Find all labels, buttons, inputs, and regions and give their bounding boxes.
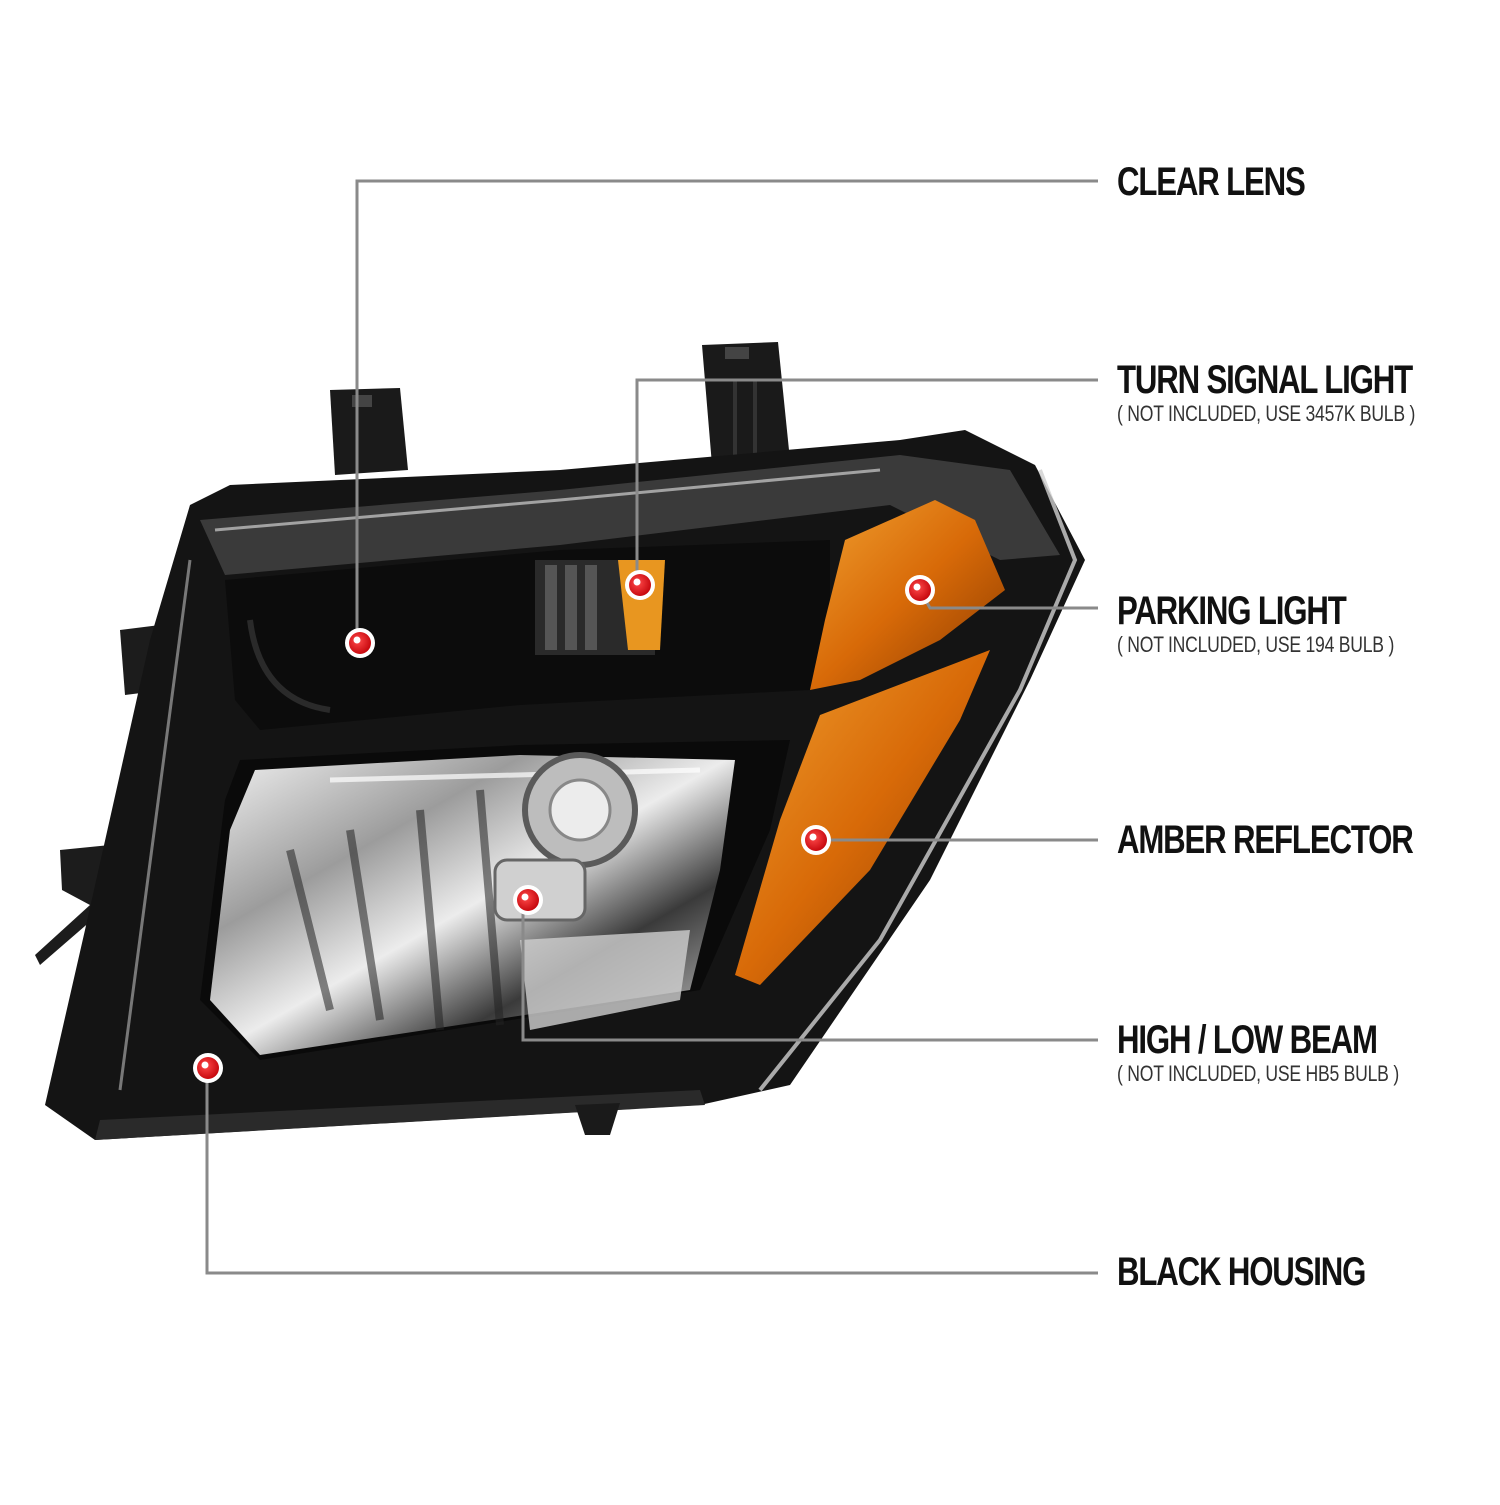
callout-title: TURN SIGNAL LIGHT: [1117, 358, 1413, 402]
red-dot-icon: [517, 889, 539, 911]
red-dot-icon: [349, 632, 371, 654]
callout-high-low-beam: HIGH / LOW BEAM ( NOT INCLUDED, USE HB5 …: [1117, 1018, 1469, 1086]
red-dot-icon: [629, 574, 651, 596]
callout-note: ( NOT INCLUDED, USE 194 BULB ): [1117, 632, 1395, 657]
red-dot-highlight: [633, 578, 641, 586]
mounting-tab-left: [330, 388, 408, 475]
red-dot-highlight: [913, 583, 921, 591]
red-dot-highlight: [521, 893, 529, 901]
callout-black-housing: BLACK HOUSING: [1117, 1250, 1435, 1294]
amber-reflector-lens: [735, 650, 990, 985]
red-dot-highlight: [353, 636, 361, 644]
callout-amber-reflector: AMBER REFLECTOR: [1117, 818, 1496, 862]
callout-markers: [193, 570, 935, 1083]
callout-turn-signal-light: TURN SIGNAL LIGHT ( NOT INCLUDED, USE 34…: [1117, 358, 1495, 426]
callout-title: AMBER REFLECTOR: [1117, 818, 1414, 862]
callout-note: ( NOT INCLUDED, USE HB5 BULB ): [1117, 1061, 1399, 1086]
red-dot-icon: [197, 1057, 219, 1079]
upper-bezel: [225, 540, 830, 730]
callout-parking-light: PARKING LIGHT ( NOT INCLUDED, USE 194 BU…: [1117, 589, 1463, 657]
callout-title: PARKING LIGHT: [1117, 589, 1347, 633]
mounting-tab-right: [702, 342, 790, 465]
red-dot-highlight: [809, 833, 817, 841]
clear-lens-top: [200, 455, 1060, 575]
callout-title: BLACK HOUSING: [1117, 1250, 1366, 1294]
callout-title: HIGH / LOW BEAM: [1117, 1018, 1378, 1062]
callout-title: CLEAR LENS: [1117, 160, 1306, 204]
callout-note: ( NOT INCLUDED, USE 3457K BULB ): [1117, 401, 1416, 426]
callout-clear-lens: CLEAR LENS: [1117, 160, 1358, 204]
red-dot-highlight: [201, 1061, 209, 1069]
red-dot-icon: [909, 579, 931, 601]
red-dot-icon: [805, 829, 827, 851]
